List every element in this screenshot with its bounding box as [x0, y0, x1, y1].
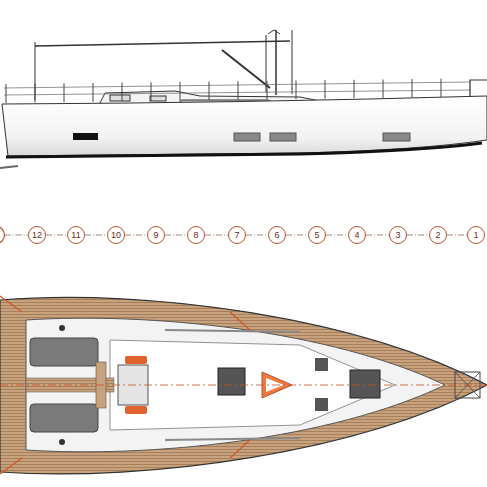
- station-number: 6: [274, 231, 279, 240]
- station-line: [85, 235, 107, 236]
- station-number: 11: [71, 231, 80, 240]
- station-number: 9: [153, 231, 158, 240]
- station-line: [326, 235, 348, 236]
- station-number: 2: [435, 231, 440, 240]
- station-line: [286, 235, 308, 236]
- station-circle: 12: [28, 226, 46, 244]
- station-line: [366, 235, 389, 236]
- station-circle: 2: [429, 226, 447, 244]
- station-number: 10: [111, 231, 121, 240]
- station-circle: 10: [107, 226, 125, 244]
- station-circle: 3: [389, 226, 407, 244]
- station-circle: 9: [147, 226, 165, 244]
- station-number: 12: [32, 231, 42, 240]
- station-line: [46, 235, 67, 236]
- station-circle: 5: [308, 226, 326, 244]
- station-line: [447, 235, 467, 236]
- station-number: 4: [354, 231, 359, 240]
- station-circle: 8: [187, 226, 205, 244]
- station-line: [165, 235, 187, 236]
- station-line: [5, 235, 29, 236]
- station-number: 1: [473, 231, 478, 240]
- station-circle: 7: [228, 226, 246, 244]
- station-circle: 1: [467, 226, 485, 244]
- station-line: [205, 235, 228, 236]
- station-line: [125, 235, 147, 236]
- profile-view: [0, 30, 487, 168]
- station-number: 8: [193, 231, 198, 240]
- station-circle: 4: [348, 226, 366, 244]
- station-number: 3: [395, 231, 400, 240]
- station-number: 5: [314, 231, 319, 240]
- station-circle: 11: [67, 226, 85, 244]
- station-number: 7: [234, 231, 239, 240]
- station-line: [407, 235, 429, 236]
- station-line: [246, 235, 268, 236]
- station-circle: 6: [268, 226, 286, 244]
- station-circle-partial: [0, 227, 5, 244]
- deck-plan: [0, 296, 487, 474]
